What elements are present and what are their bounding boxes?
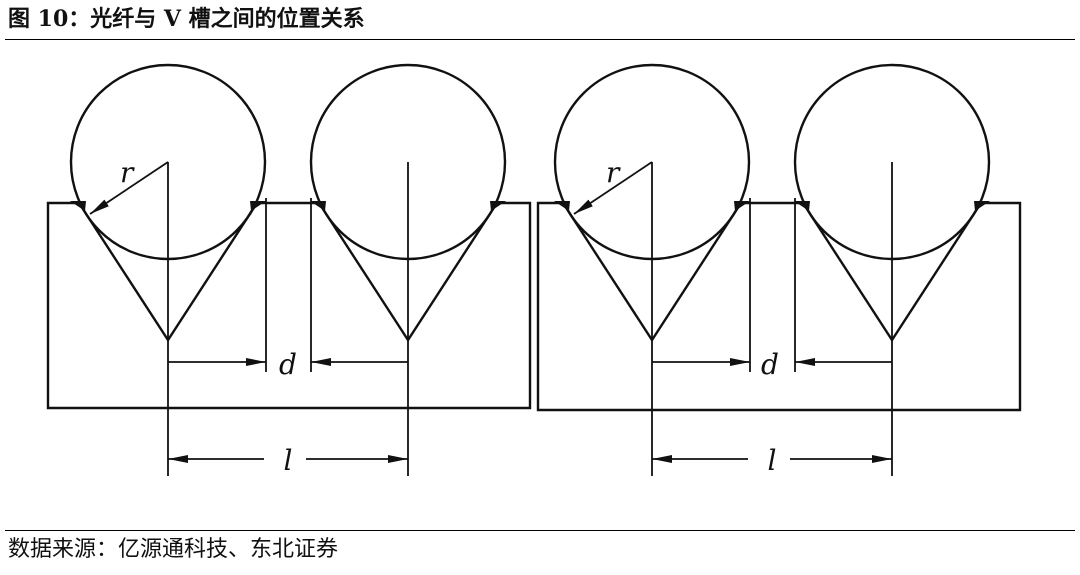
substrate-right-outline xyxy=(536,201,1022,412)
v-groove-4 xyxy=(801,202,983,343)
contact-mark xyxy=(734,201,750,211)
gap-label: d xyxy=(279,348,297,381)
substrate-left-outline xyxy=(46,201,532,410)
contact-mark xyxy=(554,201,570,211)
contact-mark xyxy=(974,201,990,211)
radius-label: r xyxy=(120,156,135,189)
v-groove-3 xyxy=(561,202,743,343)
source-rule xyxy=(5,530,1075,531)
title-rule xyxy=(5,39,1075,40)
substrate-left xyxy=(46,201,532,410)
contact-mark xyxy=(794,201,810,211)
v-groove-2 xyxy=(317,202,499,343)
fiber-3 xyxy=(553,63,751,261)
contact-mark xyxy=(250,201,266,211)
radius-label: r xyxy=(606,156,621,189)
figure-title: 图 10：光纤与 V 槽之间的位置关系 xyxy=(8,6,365,32)
v-groove-1 xyxy=(77,202,259,343)
pitch-label: l xyxy=(284,444,293,477)
fiber-1 xyxy=(69,63,267,261)
contact-mark xyxy=(70,201,86,211)
contact-mark xyxy=(310,201,326,211)
gap-label: d xyxy=(761,348,779,381)
fiber-4 xyxy=(793,63,991,261)
radius-arrow xyxy=(573,161,653,215)
contact-mark xyxy=(490,201,506,211)
radius-arrow xyxy=(89,161,169,215)
substrate-right xyxy=(536,201,1022,412)
figure-source: 数据来源：亿源通科技、东北证券 xyxy=(8,537,339,562)
fiber-2 xyxy=(309,63,507,261)
fiber-unit-left: r d l xyxy=(69,63,507,477)
pitch-label: l xyxy=(768,444,777,477)
fiber-unit-right: r d l xyxy=(553,63,991,477)
